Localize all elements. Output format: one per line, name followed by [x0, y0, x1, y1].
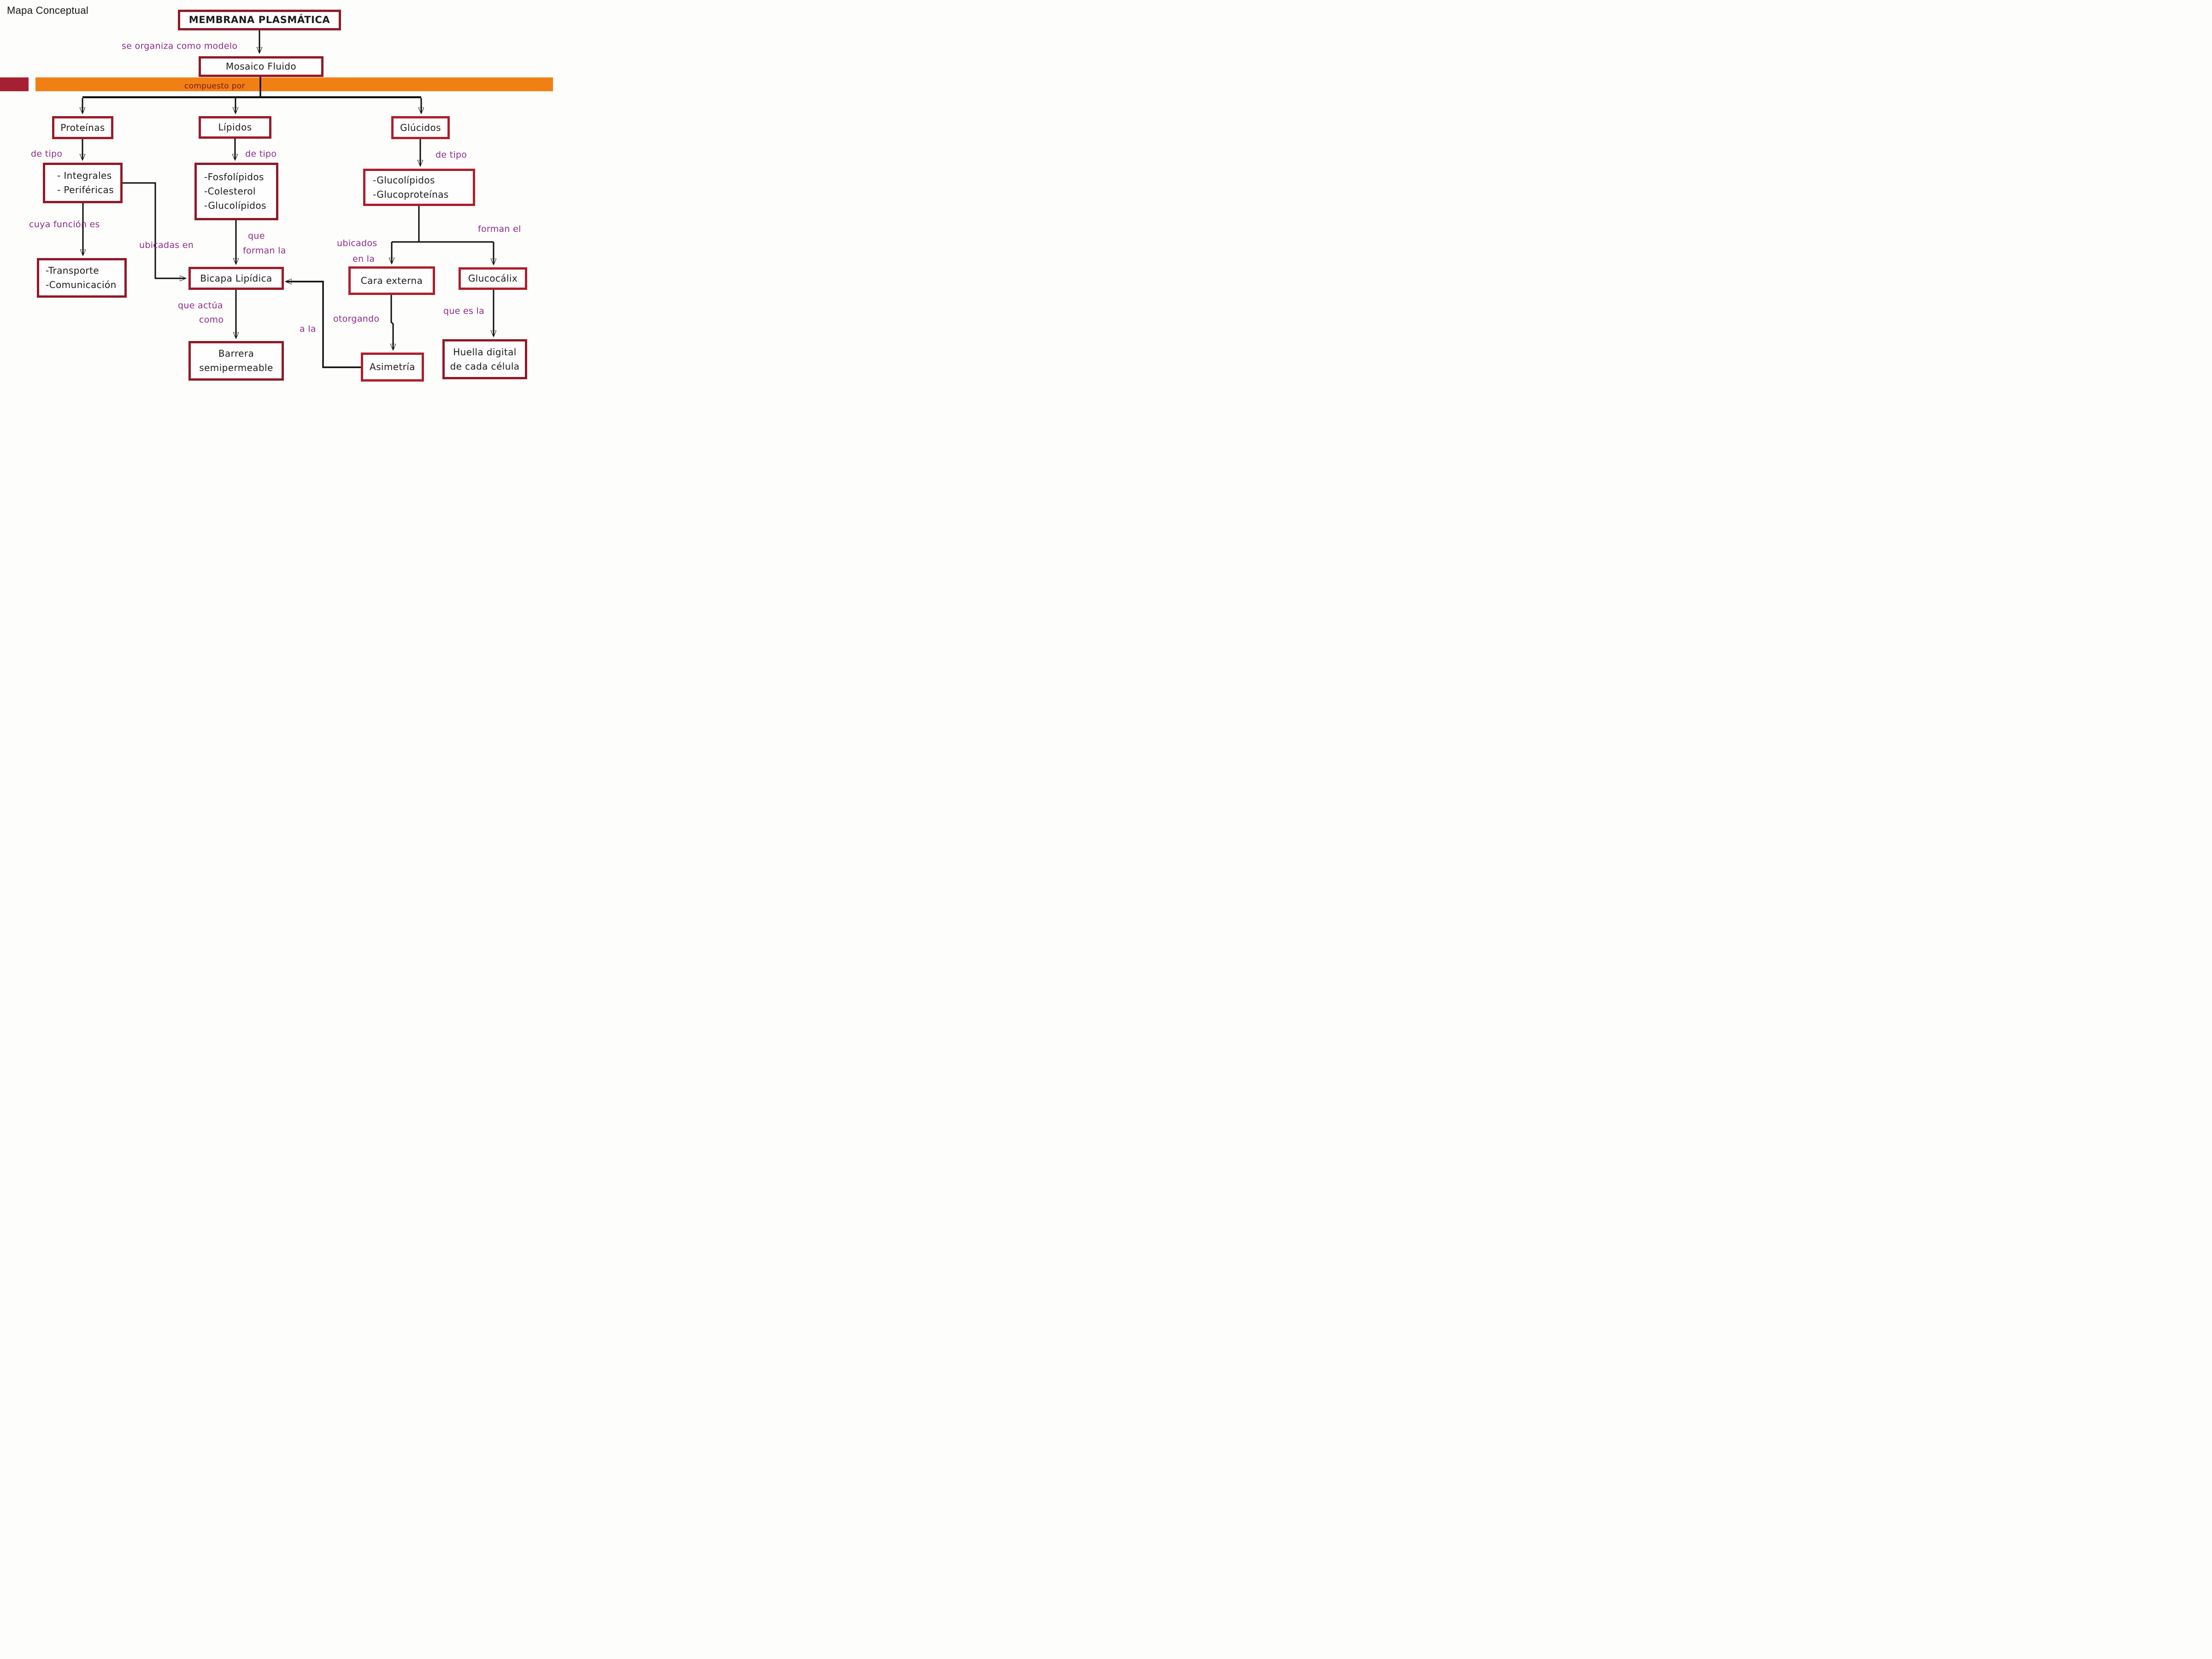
edge-label-que: que — [248, 231, 265, 241]
node-mosaico-fluido: Mosaico Fluido — [199, 56, 324, 77]
edge-label-compuesto-por: compuesto por — [184, 82, 245, 91]
node-tipos-lipidos-line2: -Colesterol — [204, 186, 256, 197]
node-tipos-glucidos: -Glucolípidos -Glucoproteínas — [363, 169, 475, 206]
page-title: Mapa Conceptual — [7, 5, 88, 16]
edge-label-en-la: en la — [353, 254, 375, 264]
node-tipos-proteinas-line2: - Periféricas — [57, 184, 114, 195]
accent-bar-orange — [35, 77, 553, 91]
edge-label-cuya-funcion: cuya función es — [29, 219, 100, 229]
node-huella-digital: Huella digital de cada célula — [442, 339, 527, 379]
node-glucocalix-label: Glucocálix — [468, 273, 518, 284]
node-tipos-lipidos-line1: -Fosfolípidos — [204, 171, 264, 182]
node-barrera-line2: semipermeable — [199, 362, 273, 373]
accent-bar-red-block — [0, 77, 29, 91]
node-glucocalix: Glucocálix — [459, 267, 527, 290]
node-tipos-lipidos-line3: -Glucolípidos — [204, 200, 266, 211]
edge-label-ubicados: ubicados — [337, 238, 377, 248]
edge-label-forman-la: forman la — [243, 246, 286, 256]
node-lipidos-label: Lípidos — [218, 122, 252, 133]
node-asimetria-label: Asimetría — [370, 361, 415, 372]
node-huella-line1: Huella digital — [453, 346, 517, 358]
node-barrera-line1: Barrera — [218, 348, 254, 359]
edge-label-otorgando: otorgando — [333, 314, 380, 324]
edge-asimetria-bicapa — [286, 282, 361, 368]
concept-map-canvas: Mapa Conceptual MEMBRANA PLASMÁTICA Mos — [0, 0, 553, 415]
edge-label-ubicadas-en: ubicadas en — [139, 240, 194, 250]
edge-label-de-tipo-lipidos: de tipo — [245, 149, 277, 159]
edge-label-que-es-la: que es la — [443, 306, 485, 316]
node-tipos-glucidos-line2: -Glucoproteínas — [373, 188, 449, 200]
node-cara-externa: Cara externa — [348, 266, 435, 295]
node-tipos-glucidos-line1: -Glucolípidos — [373, 174, 435, 186]
edge-label-forman-el: forman el — [478, 224, 521, 234]
node-glucidos-label: Glúcidos — [400, 122, 441, 133]
edge-integrales-bicapa — [123, 182, 185, 278]
node-membrana-plasmatica: MEMBRANA PLASMÁTICA — [178, 10, 341, 30]
connector-layer — [0, 30, 553, 368]
node-cara-externa-label: Cara externa — [360, 275, 423, 286]
edge-glucolipidos-split — [392, 206, 494, 243]
edge-label-a-la: a la — [300, 324, 316, 334]
node-tipos-proteinas-line1: - Integrales — [57, 170, 112, 181]
edge-label-de-tipo-proteinas: de tipo — [31, 149, 63, 159]
edge-label-como: como — [199, 315, 224, 325]
node-membrana-plasmatica-label: MEMBRANA PLASMÁTICA — [188, 14, 330, 26]
edge-label-se-organiza: se organiza como modelo — [122, 41, 238, 51]
node-asimetria: Asimetría — [361, 353, 424, 382]
node-proteinas-label: Proteínas — [60, 122, 105, 133]
node-tipos-proteinas: - Integrales - Periféricas — [43, 163, 123, 203]
node-barrera-semipermeable: Barrera semipermeable — [188, 341, 284, 381]
node-bicapa-lipidica-label: Bicapa Lipídica — [200, 272, 272, 284]
node-funciones: -Transporte -Comunicación — [37, 258, 127, 298]
node-bicapa-lipidica: Bicapa Lipídica — [188, 267, 284, 290]
edge-label-de-tipo-glucidos: de tipo — [435, 150, 467, 160]
node-mosaico-fluido-label: Mosaico Fluido — [225, 61, 297, 72]
node-proteinas: Proteínas — [52, 116, 113, 139]
edge-label-que-actua: que actúa — [178, 300, 223, 311]
node-huella-line2: de cada célula — [450, 360, 520, 372]
node-glucidos: Glúcidos — [391, 116, 450, 139]
node-tipos-lipidos: -Fosfolípidos -Colesterol -Glucolípidos — [194, 163, 278, 220]
node-funciones-line1: -Transporte — [46, 265, 99, 276]
node-lipidos: Lípidos — [199, 116, 271, 139]
edge-cara-asimetria — [391, 295, 393, 349]
node-funciones-line2: -Comunicación — [46, 279, 117, 290]
